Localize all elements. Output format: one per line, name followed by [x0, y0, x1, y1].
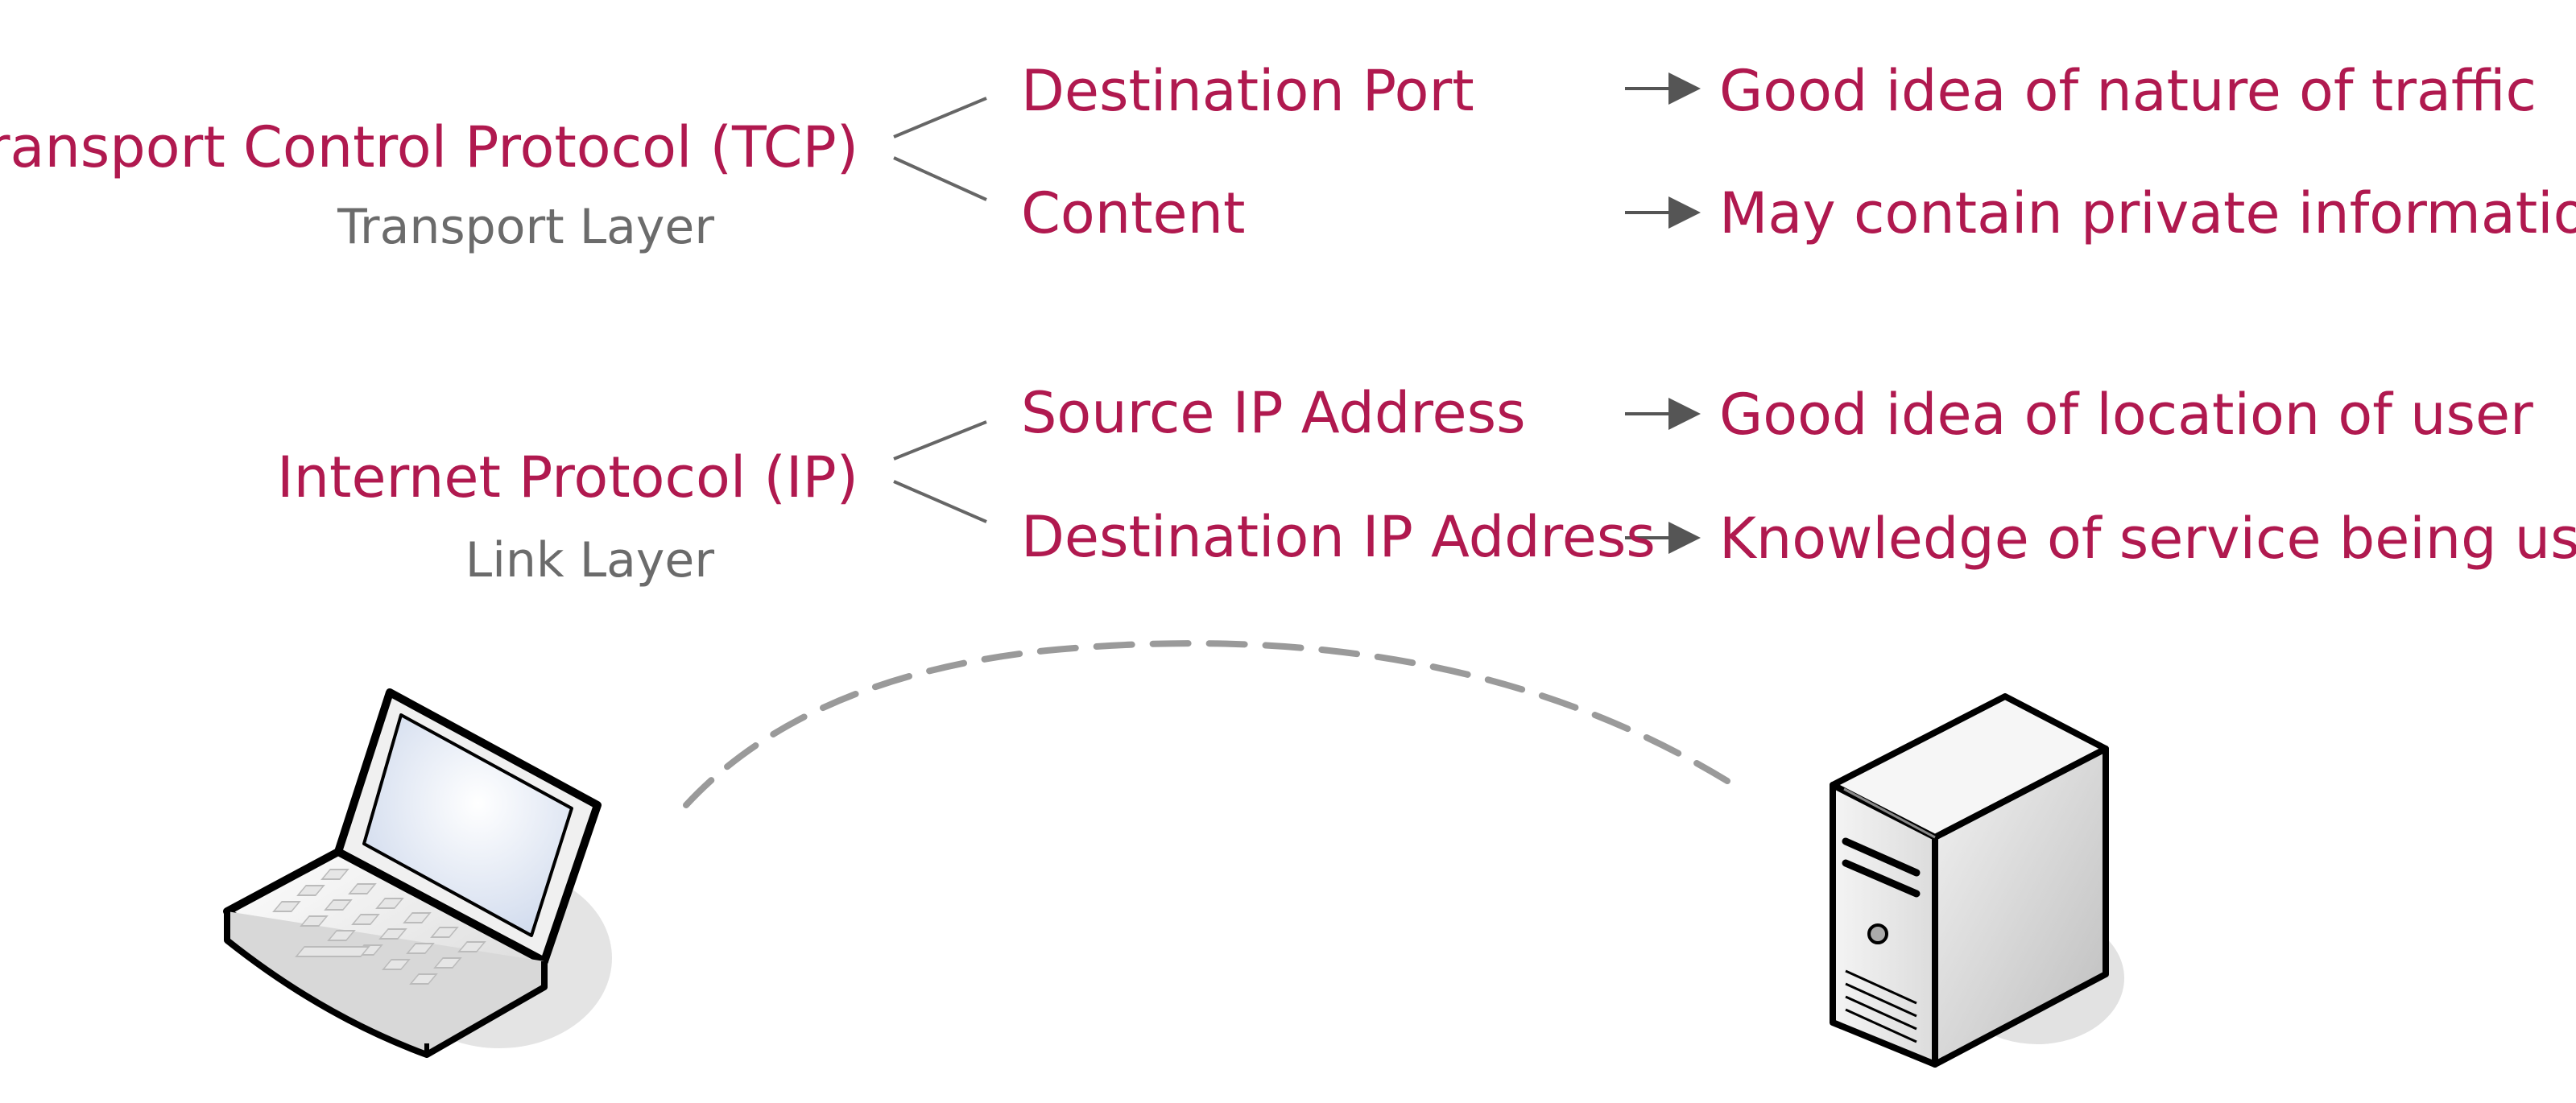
- ip-layer-name: Link Layer: [465, 532, 714, 589]
- dashed-link-arc: [683, 640, 1730, 808]
- tcp-bracket: [893, 97, 987, 201]
- tcp-layer-name: Transport Layer: [337, 199, 714, 255]
- field-destination-ip-address: Destination IP Address: [1021, 504, 1656, 570]
- implication-private-information: May contain private information: [1719, 180, 2576, 246]
- implication-location-of-user: Good idea of location of user: [1719, 382, 2533, 448]
- ip-protocol-name: Internet Protocol (IP): [276, 444, 858, 510]
- laptop-icon: [223, 688, 612, 1058]
- implication-nature-of-traffic: Good idea of nature of traffic: [1719, 58, 2537, 124]
- field-content: Content: [1021, 180, 1246, 246]
- ip-bracket: [893, 420, 987, 523]
- server-icon: [1830, 693, 2124, 1068]
- field-source-ip-address: Source IP Address: [1021, 380, 1526, 446]
- implication-service-being-used: Knowledge of service being used: [1719, 506, 2576, 572]
- tcp-protocol-name: Transport Control Protocol (TCP): [0, 114, 858, 180]
- field-destination-port: Destination Port: [1021, 58, 1474, 124]
- implication-arrows: [1625, 72, 1701, 554]
